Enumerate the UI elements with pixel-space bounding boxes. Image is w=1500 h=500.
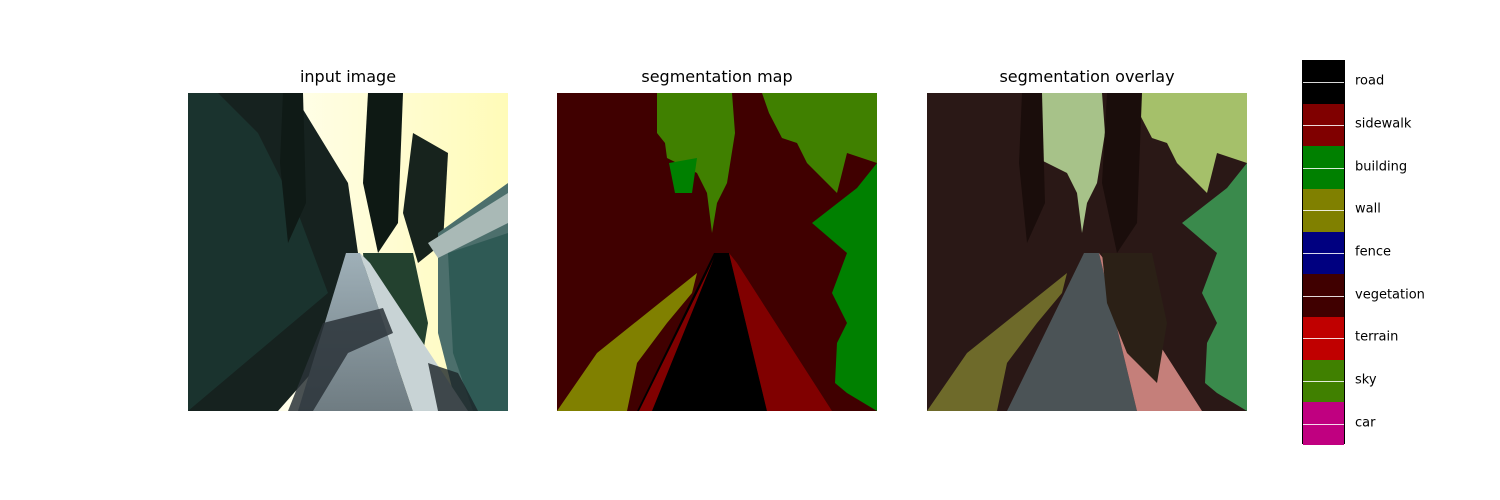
legend-tick xyxy=(1303,210,1344,212)
legend-tick xyxy=(1303,295,1344,297)
legend-label-sidewalk: sidewalk xyxy=(1355,116,1412,132)
legend-swatch-road xyxy=(1303,61,1344,104)
legend-swatch-building xyxy=(1303,146,1344,189)
segmentation-overlay xyxy=(927,93,1247,411)
legend-label-road: road xyxy=(1355,73,1385,89)
legend-tick xyxy=(1303,124,1344,126)
legend-swatch-sky xyxy=(1303,359,1344,403)
input-image-title: input image xyxy=(299,67,397,86)
input-image xyxy=(188,93,508,411)
legend-tick xyxy=(1303,338,1344,340)
legend-label-wall: wall xyxy=(1355,201,1381,217)
segmentation-overlay-title: segmentation overlay xyxy=(999,67,1175,86)
legend-swatch-terrain xyxy=(1303,316,1344,360)
legend-swatch-vegetation xyxy=(1303,274,1344,317)
legend-label-sky: sky xyxy=(1355,372,1377,388)
legend-tick xyxy=(1303,82,1344,84)
legend-tick xyxy=(1303,167,1344,169)
legend-label-terrain: terrain xyxy=(1355,329,1399,345)
legend-label-fence: fence xyxy=(1355,244,1391,260)
legend-label-building: building xyxy=(1355,159,1408,175)
legend-swatch-fence xyxy=(1303,231,1344,275)
segmentation-map-title: segmentation map xyxy=(641,67,793,86)
legend-tick xyxy=(1303,252,1344,254)
class-legend-colorbar xyxy=(1302,60,1345,445)
legend-label-vegetation: vegetation xyxy=(1355,287,1425,303)
legend-label-car: car xyxy=(1355,415,1376,431)
legend-swatch-wall xyxy=(1303,188,1344,232)
segmentation-map xyxy=(557,93,877,411)
legend-tick xyxy=(1303,380,1344,382)
legend-tick xyxy=(1303,423,1344,425)
legend-swatch-car xyxy=(1303,402,1344,445)
legend-swatch-sidewalk xyxy=(1303,103,1344,147)
